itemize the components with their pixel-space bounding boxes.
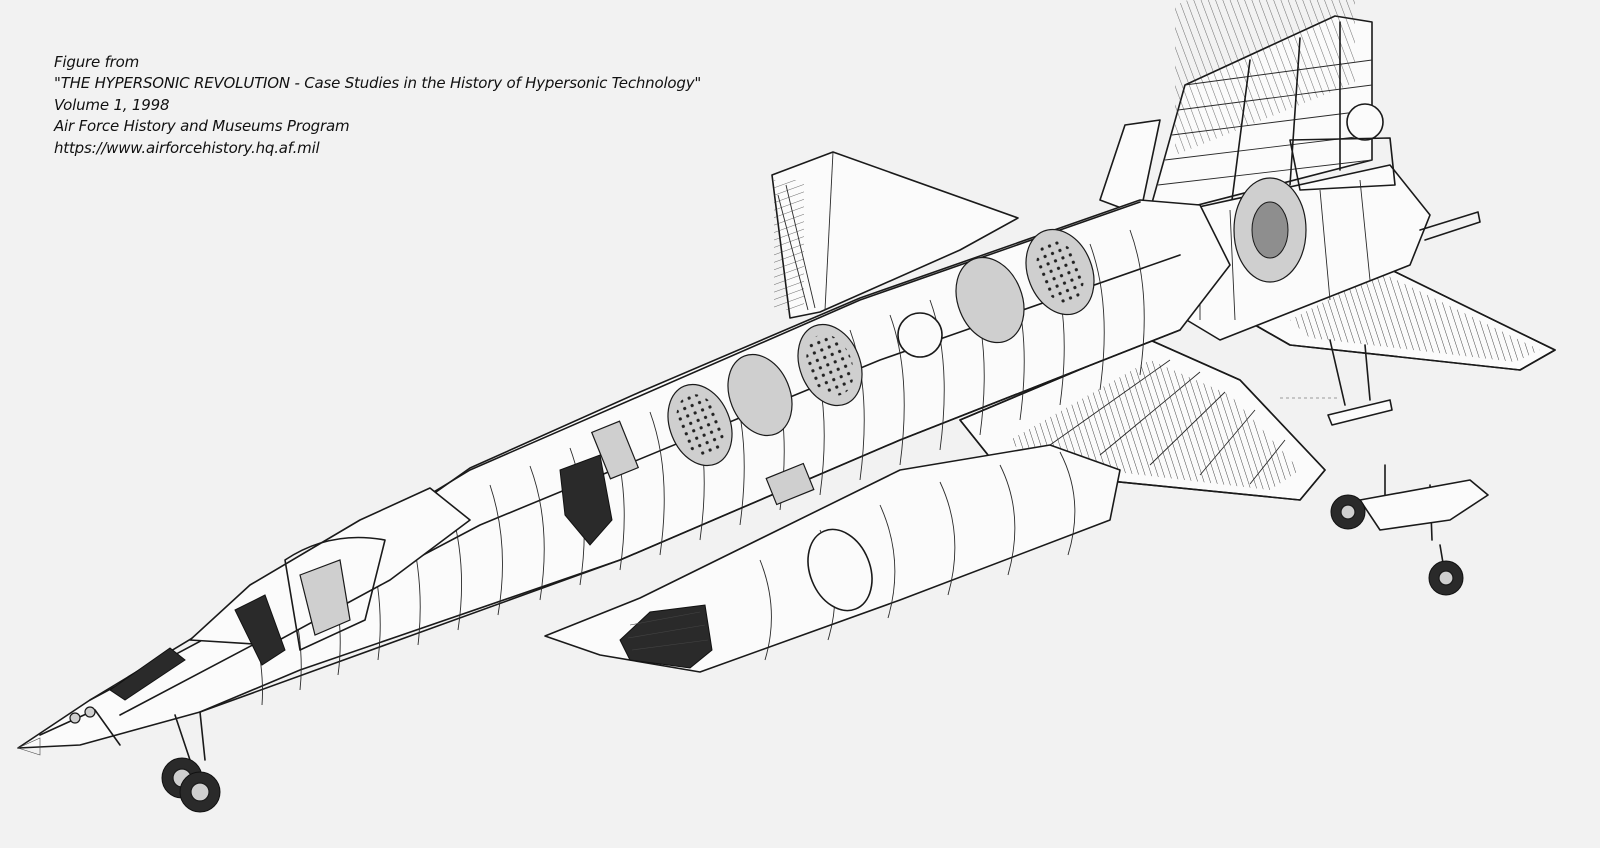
aft-skid: [1327, 339, 1393, 426]
left-horizontal-stabilizer: [771, 151, 1019, 319]
caption-publisher: Air Force History and Museums Program: [54, 117, 350, 136]
nose-landing-gear: [161, 711, 221, 813]
caption-figure-from: Figure from: [54, 53, 140, 71]
caption-volume-year: Volume 1, 1998: [54, 95, 170, 114]
figure-caption: Figure from "THE HYPERSONIC REVOLUTION -…: [54, 52, 701, 159]
engine-bay: [1169, 103, 1481, 341]
caption-book-title: "THE HYPERSONIC REVOLUTION - Case Studie…: [54, 74, 702, 93]
upper-vertical-fin: [1099, 0, 1373, 221]
external-tank: [544, 444, 1121, 673]
detached-gear-assembly: [1280, 397, 1489, 596]
fuselage: [17, 199, 1231, 756]
caption-url: https://www.airforcehistory.hq.af.mil: [54, 138, 320, 157]
